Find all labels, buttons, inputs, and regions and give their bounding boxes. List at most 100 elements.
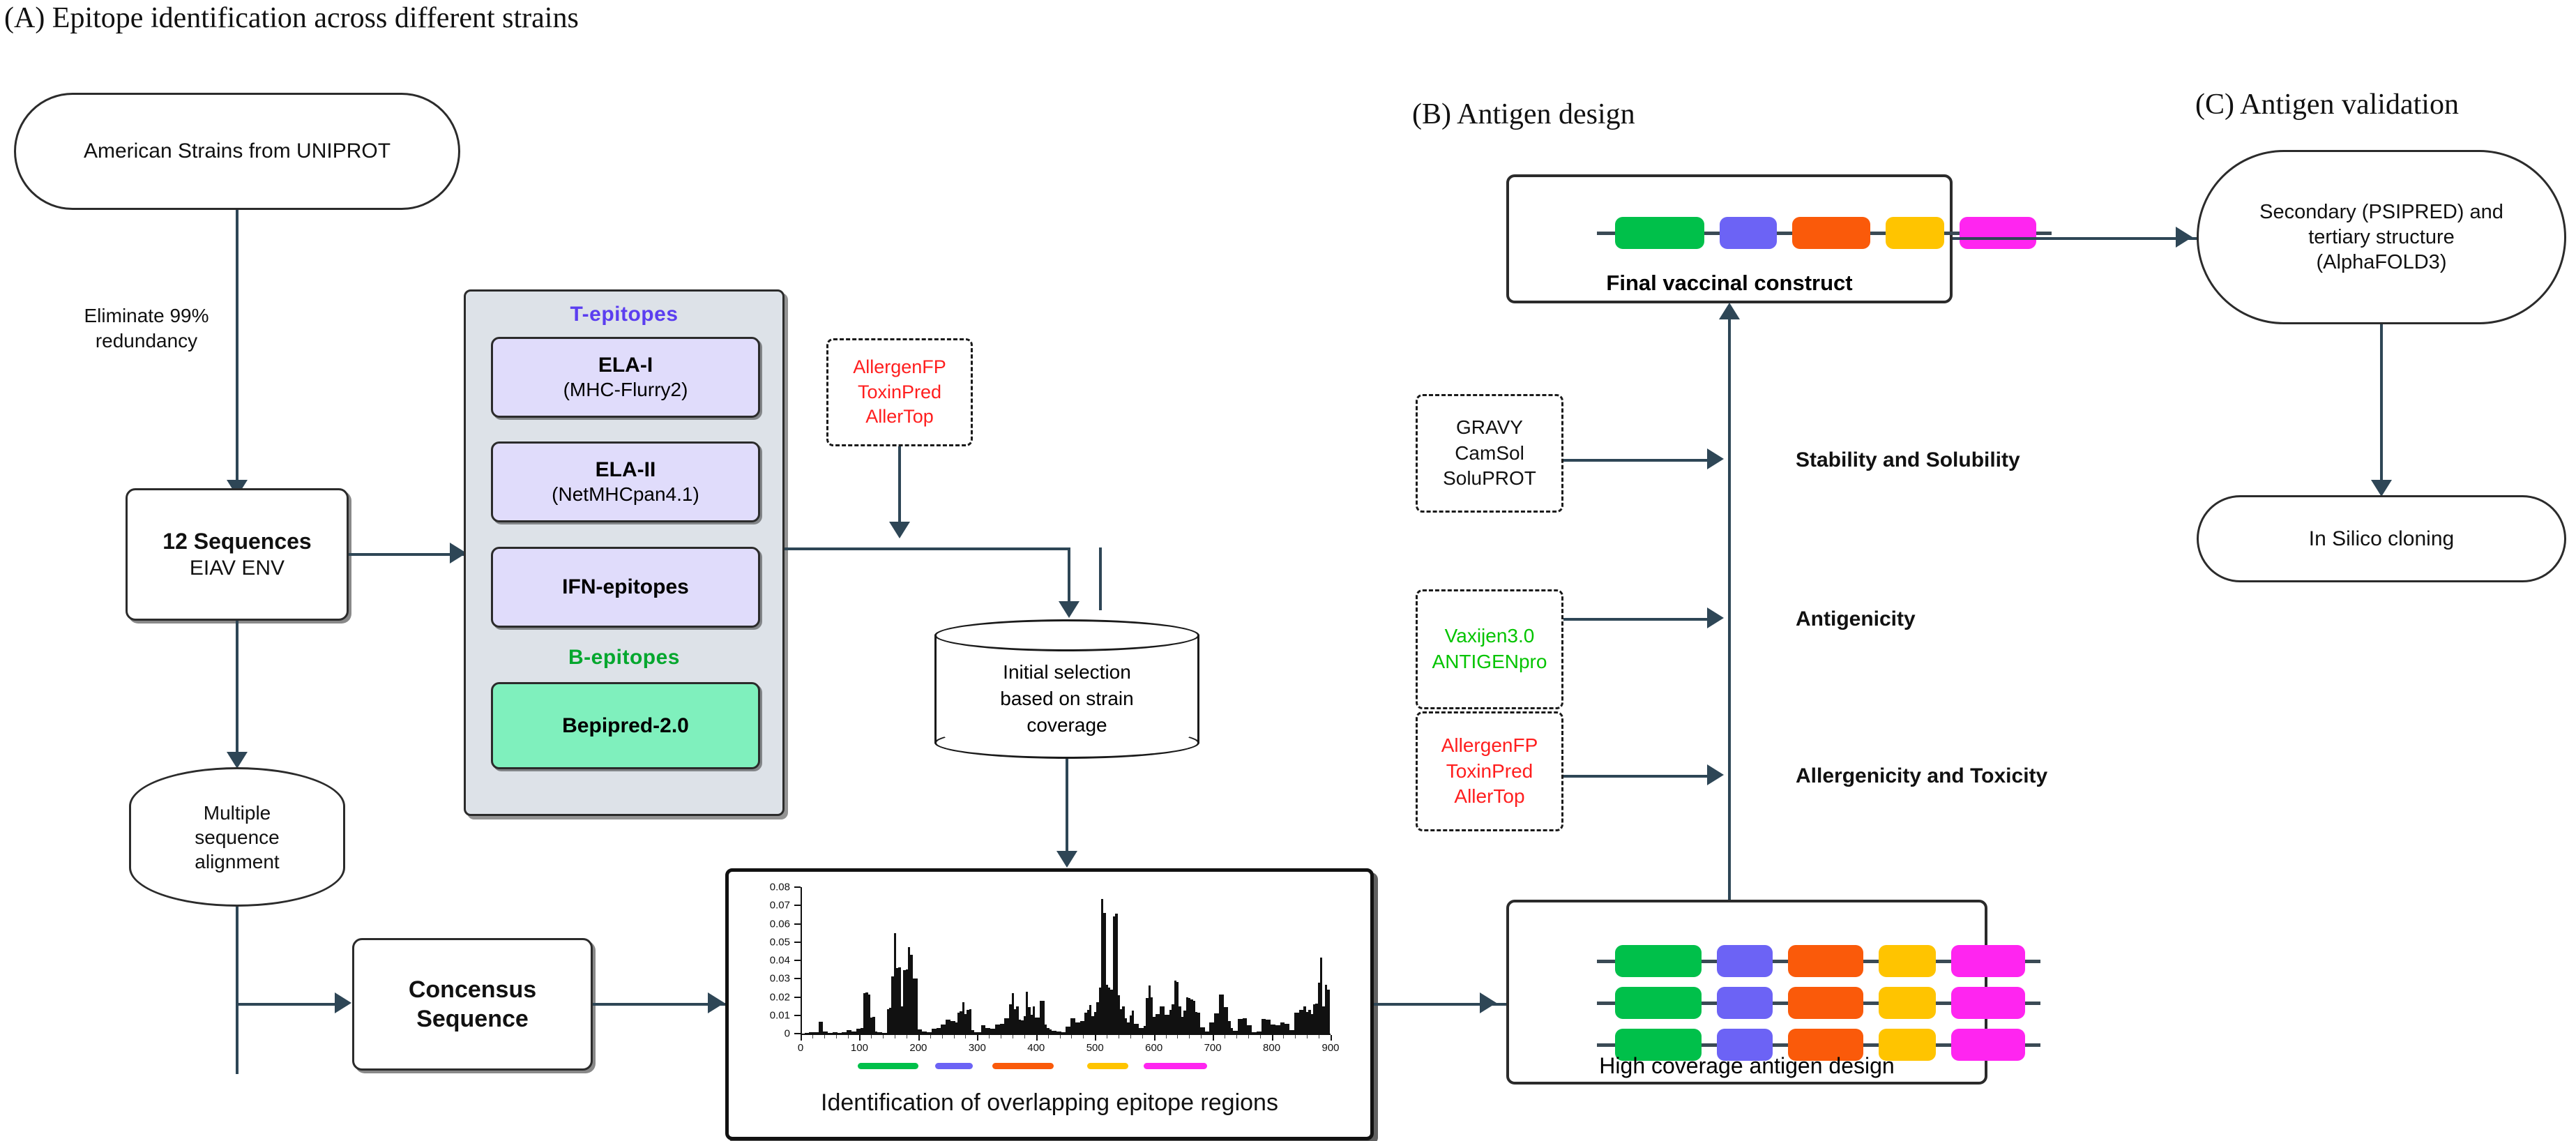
bar [1169, 1009, 1172, 1034]
bar [1018, 1020, 1022, 1034]
bar [1280, 1022, 1285, 1034]
tool-box-allergenicity[interactable]: AllergenFP ToxinPred AllerTop [1416, 711, 1563, 831]
bar [957, 1012, 960, 1034]
bar [1131, 1011, 1135, 1034]
bar [881, 1032, 887, 1034]
construct-block-4 [1879, 1029, 1936, 1061]
bar [1110, 990, 1113, 1034]
x-minor-tick [847, 1035, 849, 1038]
bar [856, 1028, 861, 1034]
bar [908, 947, 911, 1034]
construct-linker [2036, 231, 2052, 235]
node-initial-selection[interactable]: Initial selection based on strain covera… [934, 619, 1199, 759]
bar [888, 1008, 892, 1034]
bar [1197, 1012, 1200, 1034]
bar [1075, 1022, 1080, 1034]
x-minor-tick [1283, 1035, 1285, 1038]
bar [1185, 997, 1188, 1034]
tool-stability-line2: CamSol [1455, 441, 1524, 464]
epitope-box-ifn-title: IFN-epitopes [562, 575, 689, 598]
connector-epitopes-to-cylinder [785, 547, 1070, 550]
arrowhead-to-cloning [2371, 480, 2392, 497]
bar [1134, 1023, 1139, 1034]
section-b-title: (B) Antigen design [1412, 98, 1635, 130]
plot-bars [802, 887, 1332, 1034]
epitope-box-ela-i[interactable]: ELA-I (MHC-Flurry2) [491, 337, 760, 418]
x-minor-tick [824, 1035, 825, 1038]
x-minor-tick [1047, 1035, 1049, 1038]
bar [865, 992, 868, 1034]
tool-box-antigenicity[interactable]: Vaxijen3.0 ANTIGENpro [1416, 589, 1563, 709]
bar [863, 993, 866, 1034]
construct-linker [1772, 1043, 1788, 1047]
arrowhead-to-chart [708, 992, 725, 1013]
node-consensus-sequence[interactable]: Concensus Sequence [352, 938, 593, 1071]
x-tick-mark [1213, 1035, 1215, 1041]
bar [1214, 1013, 1219, 1034]
epitope-box-ela-ii[interactable]: ELA-II (NetMHCpan4.1) [491, 441, 760, 522]
y-tick-label: 0.02 [769, 991, 790, 1003]
connector-sequences-to-epitopes [349, 553, 467, 556]
node-12-sequences[interactable]: 12 Sequences EIAV ENV [126, 488, 349, 621]
tool-box-filter-a[interactable]: AllergenFP ToxinPred AllerTop [826, 338, 973, 446]
bar [967, 1009, 969, 1034]
x-minor-tick [1059, 1035, 1061, 1038]
label-eliminate-redundancy: Eliminate 99% redundancy [84, 305, 209, 352]
bar [931, 1029, 937, 1034]
connector-allergenicity [1563, 775, 1718, 778]
connector-sequences-to-msa [236, 621, 238, 757]
bar [1266, 1020, 1271, 1034]
epitope-box-bepipred[interactable]: Bepipred-2.0 [491, 682, 760, 769]
node-consensus-line2: Sequence [416, 1006, 529, 1032]
connector-cylinder-drop [1068, 550, 1070, 606]
bar [1112, 916, 1116, 1034]
label-antigenicity: Antigenicity [1796, 607, 1916, 630]
construct-block-5 [1950, 987, 2026, 1019]
section-a-title: (A) Epitope identification across differ… [4, 2, 579, 34]
arrowhead-chart-top [1056, 851, 1077, 868]
bar [1049, 1029, 1052, 1034]
node-uniprot[interactable]: American Strains from UNIPROT [14, 93, 460, 210]
bar [1308, 1010, 1311, 1034]
bar [917, 1029, 923, 1034]
node-msa[interactable]: Multiple sequence alignment [129, 767, 345, 907]
tool-filter-a-line1: AllergenFP [853, 356, 946, 378]
bar [832, 1032, 838, 1034]
connector-stability [1563, 459, 1718, 462]
x-tick-mark [859, 1035, 861, 1041]
node-structure-prediction[interactable]: Secondary (PSIPRED) and tertiary structu… [2197, 150, 2566, 324]
plot-x-axis [801, 1034, 1331, 1035]
bar [837, 1032, 842, 1034]
x-tick-mark [1331, 1035, 1332, 1041]
bar [1209, 1022, 1215, 1034]
construct-linker [1772, 1001, 1788, 1005]
construct-linker [1863, 959, 1879, 963]
epitope-box-ifn[interactable]: IFN-epitopes [491, 547, 760, 628]
bar [842, 1032, 847, 1034]
bar [896, 967, 899, 1034]
bar [1261, 1019, 1266, 1034]
construct-block-4 [1886, 217, 1944, 249]
arrowhead-to-cylinder [1059, 601, 1079, 618]
x-tick-label: 500 [1086, 1042, 1104, 1054]
y-tick-mark [794, 978, 801, 980]
construct-linker [1944, 231, 1960, 235]
bar [1079, 1020, 1085, 1034]
construct-linker [2025, 1043, 2041, 1047]
x-tick-mark [1271, 1035, 1273, 1041]
construct-block-2 [1717, 1029, 1773, 1061]
x-tick-label: 100 [850, 1042, 868, 1054]
y-tick-label: 0.07 [769, 899, 790, 912]
x-tick-mark [977, 1035, 979, 1041]
y-tick-label: 0.01 [769, 1009, 790, 1022]
x-tick-label: 800 [1263, 1042, 1281, 1054]
bar [891, 976, 894, 1034]
epitope-region-bar-1 [857, 1063, 918, 1069]
tool-box-stability[interactable]: GRAVY CamSol SoluPROT [1416, 394, 1563, 513]
epitope-region-bar-2 [934, 1063, 973, 1069]
tool-allergenicity-line2: ToxinPred [1446, 760, 1533, 782]
bar [903, 969, 906, 1034]
node-in-silico-cloning[interactable]: In Silico cloning [2197, 495, 2566, 582]
tool-antigenicity-line1: Vaxijen3.0 [1444, 625, 1535, 647]
bar [1004, 1018, 1010, 1034]
